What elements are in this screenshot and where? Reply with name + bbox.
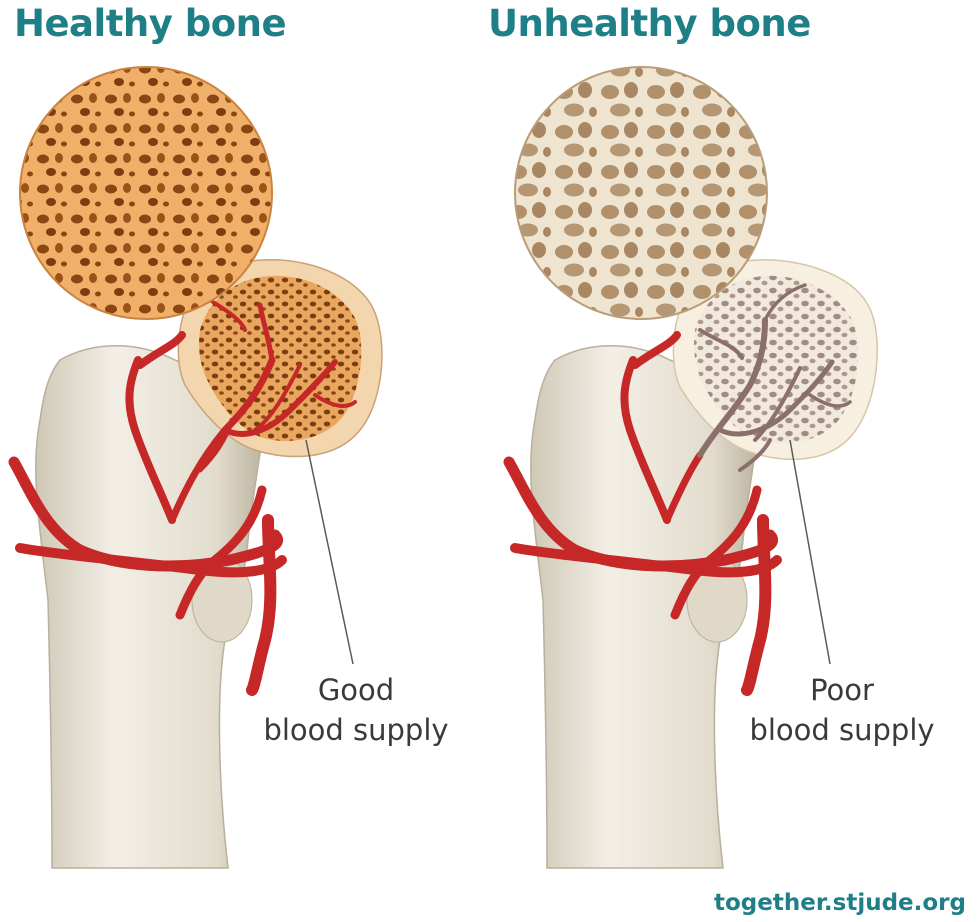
poor-label-line1: Poor [732, 670, 952, 710]
healthy-femur [14, 260, 382, 868]
poor-label-line2: blood supply [732, 710, 952, 750]
unhealthy-femur [509, 260, 877, 868]
source-credit: together.stjude.org [714, 890, 966, 916]
poor-blood-supply-label: Poor blood supply [732, 670, 952, 750]
unhealthy-trabecular-detail [515, 67, 767, 319]
healthy-trabecular-detail [20, 67, 272, 319]
healthy-leader-line [306, 440, 353, 664]
good-label-line1: Good [246, 670, 466, 710]
good-blood-supply-label: Good blood supply [246, 670, 466, 750]
unhealthy-leader-line [790, 440, 830, 664]
good-label-line2: blood supply [246, 710, 466, 750]
